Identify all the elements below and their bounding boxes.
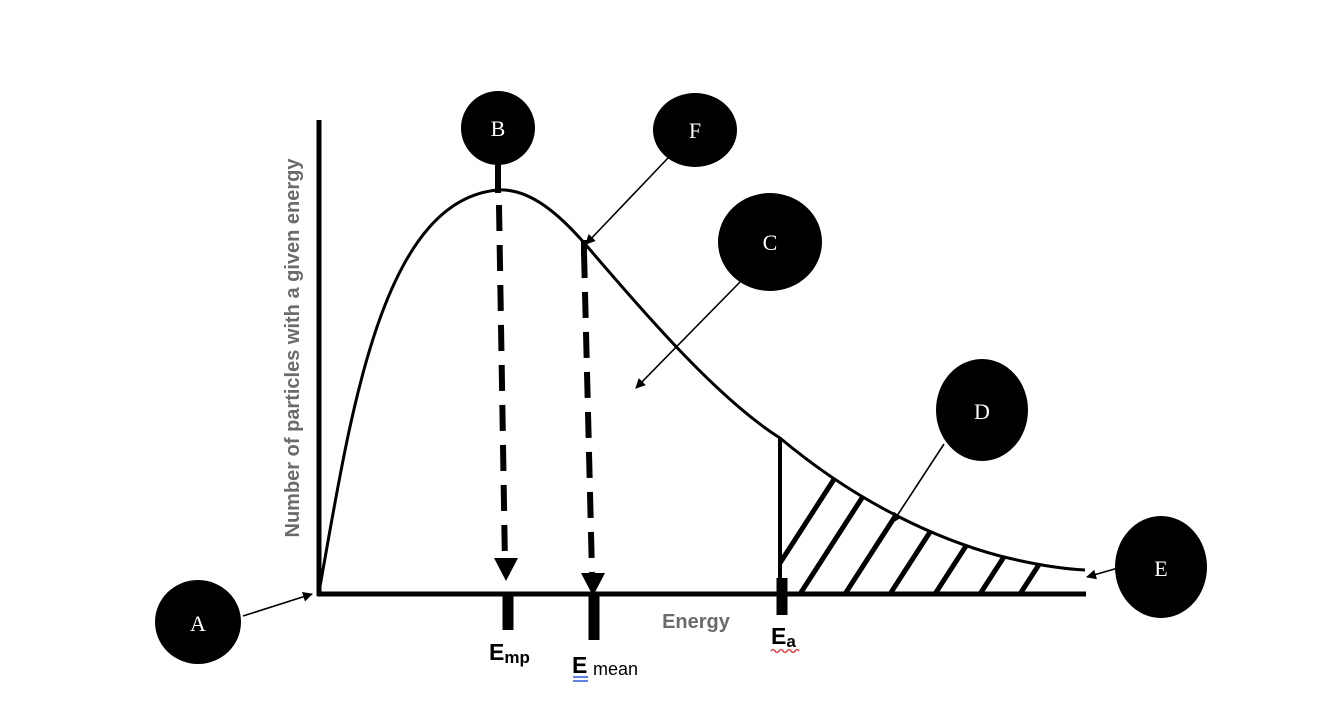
callout-f-label: F [689,118,701,143]
callout-f-arrow [585,157,669,245]
emp-dashed-line [496,204,508,566]
callout-e-arrow [1086,567,1119,580]
callout-c: C [718,193,822,291]
callout-d-arrow [892,443,945,523]
y-axis-label: Number of particles with a given energy [282,158,304,538]
emp-label: Emp [489,639,530,667]
callout-e: E [1115,516,1207,618]
emean-label-sub: mean [593,659,638,679]
callout-a-arrow [242,591,313,617]
emean-label-main: E [572,652,587,678]
callout-b: B [461,91,535,165]
ea-spell-squiggle [770,648,800,654]
x-axis-label: Energy [662,611,731,633]
ea-label: Ea [771,623,796,651]
callout-c-label: C [763,230,778,255]
callout-d: D [936,359,1028,461]
ea-label-sub: a [786,632,796,651]
distribution-curve [317,188,1086,593]
emp-label-sub: mp [504,648,530,667]
activation-energy-hatched-area [780,468,1085,594]
emp-arrowhead [494,558,518,581]
emp-label-main: E [489,639,504,665]
callout-a: A [155,580,241,664]
ea-label-main: E [771,623,786,649]
emean-dashed-line [581,251,595,574]
emean-arrowhead [581,573,605,596]
callout-a-label: A [190,611,206,636]
callout-e-label: E [1154,556,1167,581]
callout-d-label: D [974,399,990,424]
callout-b-label: B [491,116,506,141]
callout-c-arrow [635,281,741,389]
callout-f: F [653,93,737,167]
